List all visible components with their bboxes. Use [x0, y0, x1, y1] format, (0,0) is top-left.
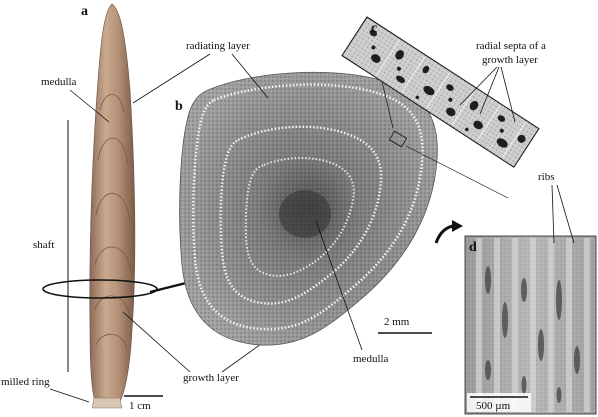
ribs-pointer-a — [551, 184, 555, 244]
scale-label-b: 2 mm — [384, 316, 410, 328]
septa-holes — [369, 29, 526, 148]
panel-a-spine: a shaft 1 cm milled ring medulla growth … — [1, 3, 269, 412]
label-radial-septa: radial septa of a — [476, 40, 546, 52]
spine-growth-line — [99, 94, 125, 113]
spine-growth-line — [94, 246, 132, 273]
radiating-layer-pointer-b — [231, 53, 269, 99]
spine-growth-line — [95, 192, 131, 223]
growth-ring-middle — [219, 125, 383, 305]
milled-ring-base — [91, 397, 123, 409]
radiating-layer-pointer-a — [132, 53, 211, 104]
label-radiating-layer: radiating layer — [186, 40, 250, 52]
septa-pointer-a — [459, 66, 498, 106]
medulla-b-pointer — [315, 220, 363, 351]
panel-label-a: a — [81, 4, 88, 19]
section-ellipse — [42, 279, 158, 299]
panel-label-c: c — [371, 21, 377, 36]
scale-label-a: 1 cm — [129, 400, 151, 412]
spine-growth-line — [94, 295, 131, 319]
label-milled-ring: milled ring — [1, 376, 50, 388]
label-radial-septa-line2: growth layer — [482, 54, 538, 66]
sem-grooves — [485, 266, 580, 403]
medulla-core — [279, 190, 331, 238]
panel-c-septa: c radial septa of a growth layer — [341, 16, 546, 168]
spine-growth-line — [95, 333, 128, 351]
growth-ring-inner — [244, 157, 355, 277]
panel-label-b: b — [175, 99, 183, 114]
label-ribs: ribs — [538, 171, 555, 183]
label-growth-layer: growth layer — [183, 372, 239, 384]
spine-growth-line — [97, 137, 129, 166]
panel-d-ribs: d ribs 500 µm — [464, 171, 597, 415]
septa-pointer-c — [500, 66, 516, 123]
scale-label-d: 500 µm — [476, 400, 511, 412]
arrow-to-d-head — [452, 220, 463, 232]
septa-pointer-b — [479, 66, 500, 115]
ribs-pointer-b — [556, 184, 575, 244]
zoom-box — [388, 130, 408, 148]
scale-box-d — [467, 393, 531, 412]
milled-ring-pointer — [49, 388, 90, 403]
label-medulla-a: medulla — [41, 76, 77, 88]
septa-texture — [341, 17, 539, 168]
sem-ribs — [476, 238, 590, 412]
panel-label-d: d — [469, 240, 477, 255]
section-arrow — [149, 280, 191, 294]
panel-b-section: b radiating layer medulla 2 mm — [132, 34, 509, 365]
septa-lines — [376, 40, 526, 158]
label-shaft: shaft — [33, 239, 54, 251]
growth-layer-pointer-a — [122, 311, 191, 373]
label-medulla-b: medulla — [353, 353, 389, 365]
growth-ring-outer — [191, 83, 424, 331]
zoom-line-bottom — [405, 145, 509, 199]
medulla-a-pointer — [69, 89, 110, 123]
